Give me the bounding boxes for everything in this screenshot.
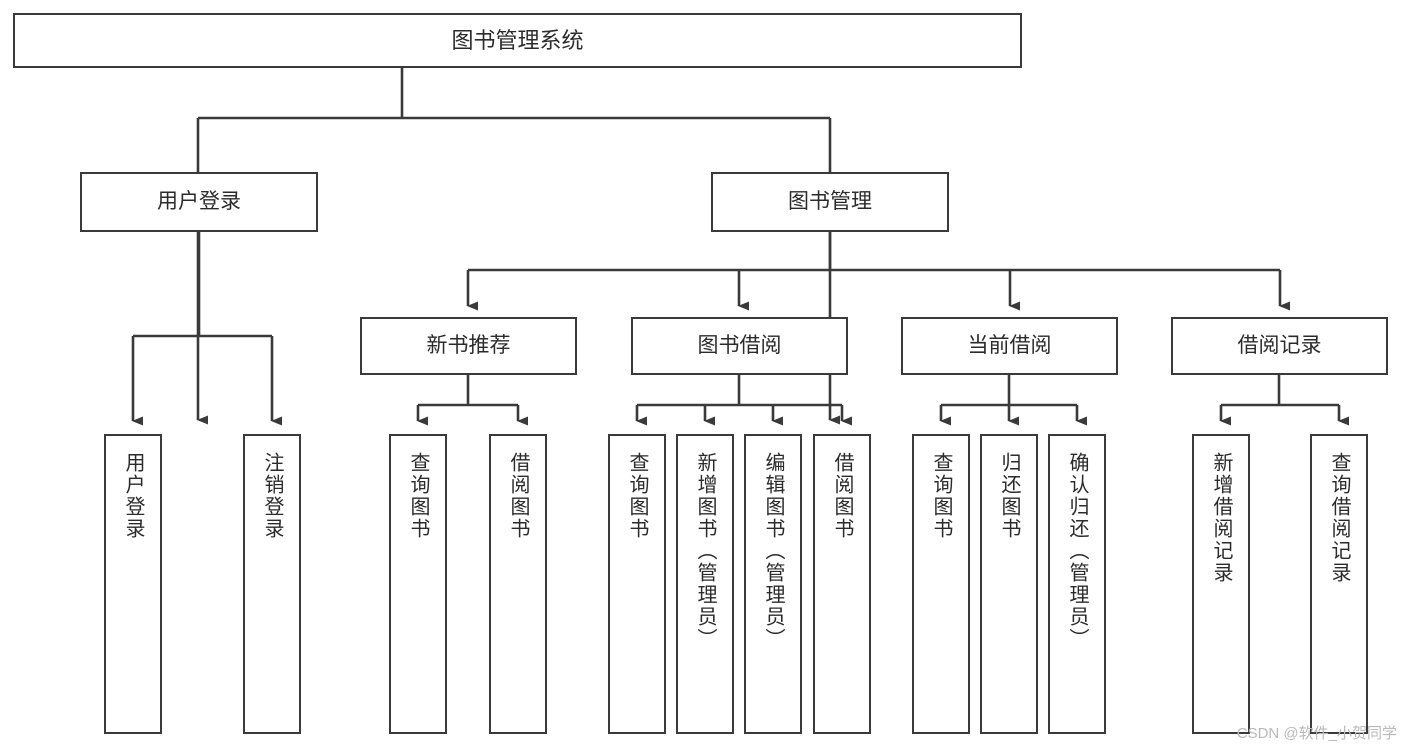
leaf-borrow-borrow-book[interactable]: 借阅图书 (813, 434, 871, 734)
leaf-borrow-query-book[interactable]: 查询图书 (608, 434, 666, 734)
leaf-label: 注销登录 (261, 452, 283, 540)
leaf-label: 查询图书 (930, 452, 952, 540)
leaf-new-book-query[interactable]: 查询图书 (389, 434, 447, 734)
leaf-new-book-borrow[interactable]: 借阅图书 (489, 434, 547, 734)
leaf-label: 归还图书 (998, 452, 1020, 540)
leaf-label: 确认归还（管理员） (1066, 452, 1088, 650)
leaf-record-query-record[interactable]: 查询借阅记录 (1310, 434, 1368, 734)
node-label: 图书借阅 (697, 333, 782, 357)
leaf-label: 编辑图书（管理员） (762, 452, 784, 650)
node-label: 新书推荐 (426, 333, 511, 357)
node-book-borrow[interactable]: 图书借阅 (631, 317, 848, 375)
node-book-management[interactable]: 图书管理 (711, 172, 949, 232)
csdn-watermark: CSDN @软件_小贺同学 (1236, 725, 1397, 742)
leaf-borrow-add-book-admin[interactable]: 新增图书（管理员） (676, 434, 734, 734)
leaf-borrow-edit-book-admin[interactable]: 编辑图书（管理员） (744, 434, 802, 734)
node-label: 图书管理 (788, 189, 872, 213)
leaf-user-login-login[interactable]: 用户登录 (104, 434, 162, 734)
leaf-label: 借阅图书 (507, 452, 529, 540)
node-user-login[interactable]: 用户登录 (80, 172, 318, 232)
leaf-label: 借阅图书 (831, 452, 853, 540)
leaf-user-login-logout[interactable]: 注销登录 (243, 434, 301, 734)
node-label: 当前借阅 (967, 333, 1052, 357)
leaf-label: 用户登录 (122, 452, 144, 540)
leaf-label: 查询图书 (407, 452, 429, 540)
leaf-label: 新增借阅记录 (1210, 452, 1232, 584)
leaf-current-return-book[interactable]: 归还图书 (980, 434, 1038, 734)
node-label: 借阅记录 (1237, 333, 1322, 357)
node-new-book-recommend[interactable]: 新书推荐 (360, 317, 577, 375)
leaf-current-query-book[interactable]: 查询图书 (912, 434, 970, 734)
leaf-record-add-record[interactable]: 新增借阅记录 (1192, 434, 1250, 734)
leaf-label: 新增图书（管理员） (694, 452, 716, 650)
leaf-label: 查询借阅记录 (1328, 452, 1350, 584)
node-label: 用户登录 (157, 189, 241, 213)
leaf-current-confirm-return-admin[interactable]: 确认归还（管理员） (1048, 434, 1106, 734)
node-borrow-record[interactable]: 借阅记录 (1171, 317, 1388, 375)
node-current-borrow[interactable]: 当前借阅 (901, 317, 1118, 375)
node-label: 图书管理系统 (451, 27, 584, 53)
node-root-system[interactable]: 图书管理系统 (13, 13, 1022, 68)
leaf-label: 查询图书 (626, 452, 648, 540)
